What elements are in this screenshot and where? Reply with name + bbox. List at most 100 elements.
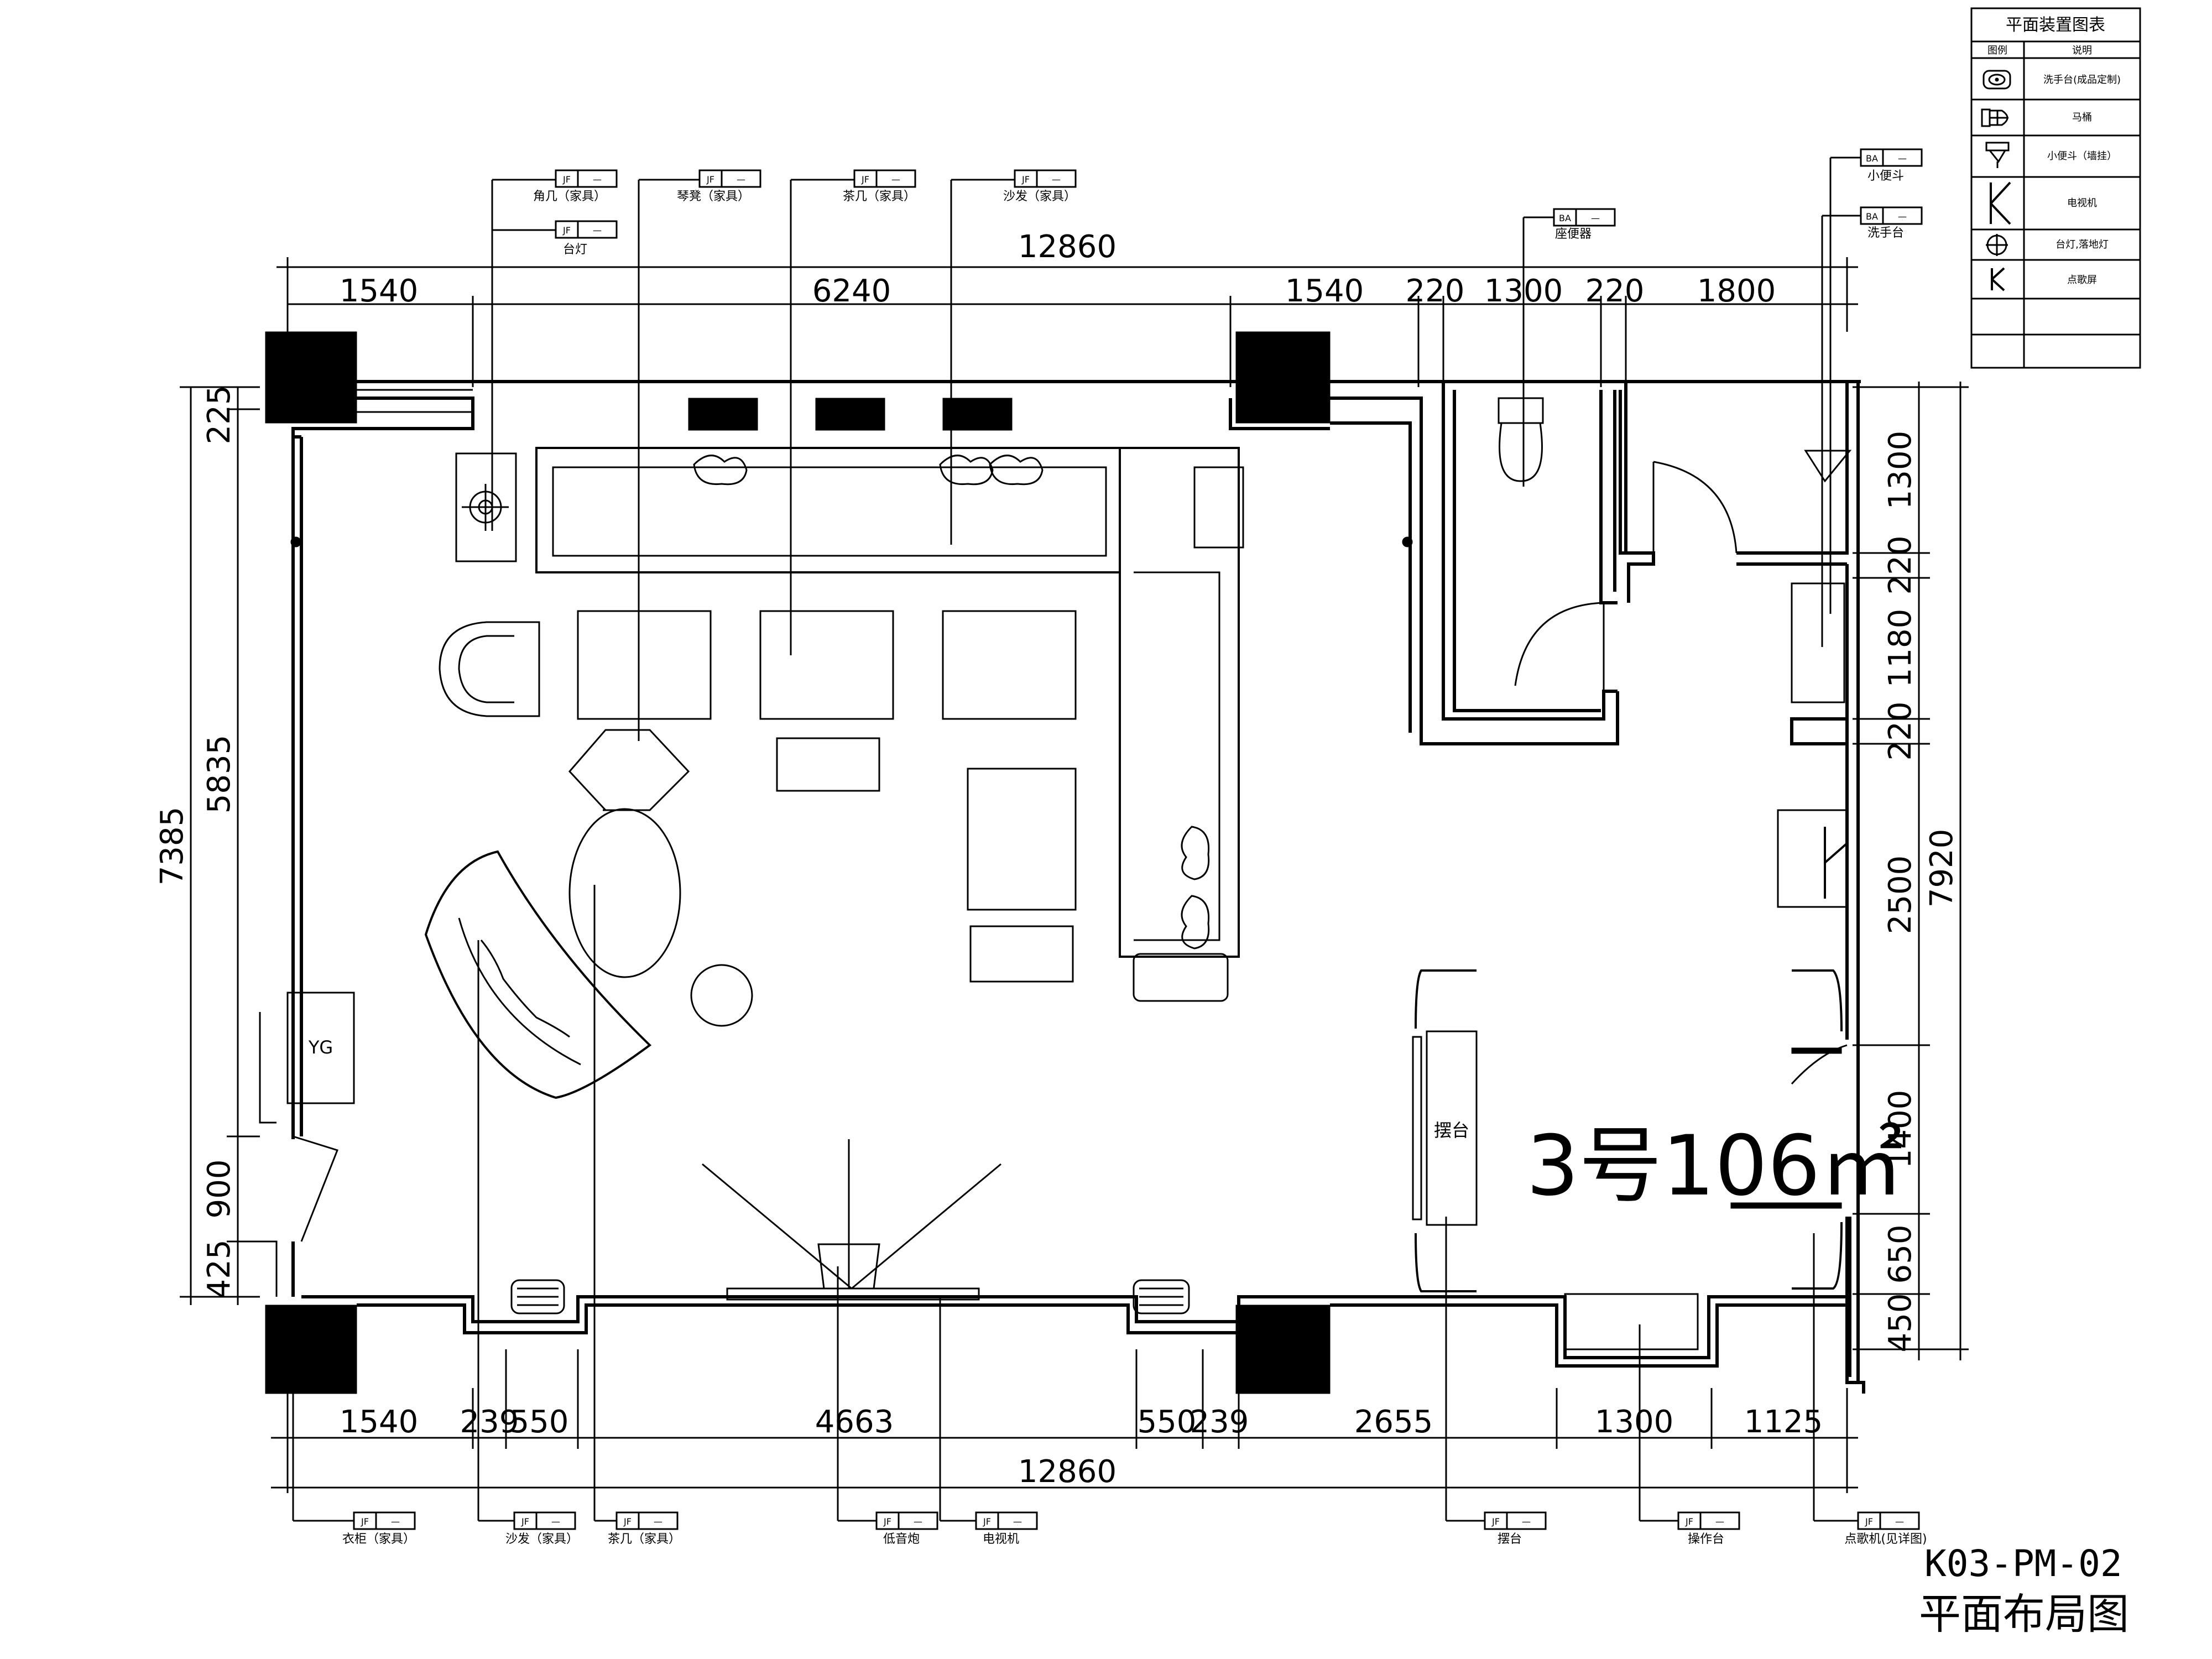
legend-desc-0: 洗手台(成品定制) — [2043, 74, 2121, 86]
svg-text:JF: JF — [562, 174, 571, 185]
svg-text:JF: JF — [983, 1516, 991, 1527]
legend-desc-1: 马桶 — [2072, 112, 2092, 123]
svg-text:1300: 1300 — [1595, 1404, 1674, 1440]
karaoke-icon — [1991, 267, 2005, 291]
legend-col-symbol: 图例 — [1987, 45, 2007, 56]
btag-tv: JF — 电视机 — [939, 1297, 1038, 1546]
svg-text:4663: 4663 — [815, 1404, 894, 1440]
svg-text:—: — — [551, 1516, 560, 1527]
dim-top-total: 12860 — [1018, 229, 1117, 265]
svg-text:—: — — [1013, 1516, 1022, 1527]
tag-corner-table: JF — 角几（家具） — [491, 169, 618, 531]
legend-desc-3: 电视机 — [2067, 197, 2097, 209]
svg-text:5835: 5835 — [201, 735, 237, 814]
svg-text:425: 425 — [201, 1240, 237, 1299]
legend-desc-5: 点歌屏 — [2067, 274, 2097, 286]
bottom-tags: JF — 衣柜（家具） JF — 沙发（家具） JF — 茶几（家具） JF — — [292, 885, 1927, 1546]
svg-text:BA: BA — [1866, 153, 1878, 164]
svg-text:JF: JF — [623, 1516, 632, 1527]
drawing-code: K03-PM-02 — [1924, 1542, 2122, 1585]
svg-text:1800: 1800 — [1697, 273, 1776, 309]
svg-text:450: 450 — [1882, 1293, 1918, 1353]
svg-text:座便器: 座便器 — [1555, 227, 1592, 241]
svg-text:1125: 1125 — [1744, 1404, 1823, 1440]
bottom-dimensions: 1540 239 550 4663 550 239 2655 1300 1125… — [271, 1349, 1858, 1493]
svg-text:JF: JF — [706, 174, 714, 185]
svg-text:239: 239 — [460, 1404, 519, 1440]
svg-text:点歌机(见详图): 点歌机(见详图) — [1844, 1532, 1927, 1546]
svg-text:220: 220 — [1585, 273, 1645, 309]
washbasin-icon — [1983, 70, 2011, 90]
top-tags: JF — 角几（家具） JF — 台灯 JF — 琴凳（家具） JF — [491, 148, 1923, 741]
svg-text:1300: 1300 — [1484, 273, 1563, 309]
svg-text:茶几（家具）: 茶几（家具） — [843, 190, 916, 204]
svg-text:550: 550 — [1138, 1404, 1197, 1440]
furniture: YG 摆台 — [286, 397, 1852, 1350]
svg-text:225: 225 — [201, 385, 237, 445]
svg-text:琴凳（家具）: 琴凳（家具） — [677, 190, 750, 204]
btag-sofa: JF — 沙发（家具） — [477, 940, 578, 1546]
svg-text:220: 220 — [1882, 702, 1918, 761]
svg-text:低音炮: 低音炮 — [883, 1532, 920, 1546]
doors — [293, 461, 1848, 1242]
svg-text:JF: JF — [883, 1516, 891, 1527]
urinal-icon — [1985, 142, 2010, 168]
svg-text:6240: 6240 — [812, 273, 891, 309]
svg-text:—: — — [654, 1516, 662, 1527]
svg-text:JF: JF — [1685, 1516, 1693, 1527]
svg-text:JF: JF — [1865, 1516, 1873, 1527]
svg-text:—: — — [593, 174, 602, 185]
svg-text:JF: JF — [1491, 1516, 1500, 1527]
svg-text:1300: 1300 — [1882, 431, 1918, 510]
svg-text:1540: 1540 — [340, 1404, 419, 1440]
tag-toilet: BA — 座便器 — [1522, 208, 1616, 487]
svg-text:JF: JF — [1021, 174, 1030, 185]
legend-title: 平面装置图表 — [2006, 15, 2105, 35]
drawing-title: 平面布局图 — [1919, 1589, 2129, 1639]
svg-text:洗手台: 洗手台 — [1867, 226, 1904, 240]
legend-desc-2: 小便斗（墙挂） — [2047, 150, 2117, 162]
svg-text:—: — — [1898, 211, 1907, 222]
svg-text:摆台: 摆台 — [1498, 1532, 1522, 1546]
btag-operation-table: JF — 操作台 — [1639, 1324, 1740, 1546]
svg-text:小便斗: 小便斗 — [1867, 169, 1904, 183]
tv-icon — [1990, 181, 2011, 225]
dim-left-total: 7385 — [154, 807, 190, 886]
svg-text:—: — — [1522, 1516, 1531, 1527]
tag-desk-lamp: JF — 台灯 — [492, 220, 618, 257]
svg-text:沙发（家具）: 沙发（家具） — [1003, 190, 1076, 204]
tag-urinal: BA — 小便斗 — [1829, 148, 1923, 614]
svg-text:JF: JF — [861, 174, 869, 185]
tag-washbasin: BA — 洗手台 — [1821, 206, 1923, 647]
svg-text:1540: 1540 — [340, 273, 419, 309]
top-dimensions: 12860 1540 6240 1540 220 1300 220 1800 — [276, 229, 1858, 387]
svg-text:1540: 1540 — [1285, 273, 1364, 309]
svg-text:BA: BA — [1559, 213, 1571, 223]
display-stand-label: 摆台 — [1434, 1120, 1469, 1141]
lamp-icon — [1986, 234, 2008, 256]
svg-text:—: — — [593, 225, 602, 236]
toilet-icon — [1981, 108, 2008, 127]
svg-text:—: — — [1591, 213, 1600, 223]
walls — [259, 331, 1865, 1394]
svg-text:1400: 1400 — [1882, 1090, 1918, 1169]
svg-text:—: — — [1715, 1516, 1724, 1527]
svg-text:JF: JF — [521, 1516, 529, 1527]
right-dimensions: 1300 220 1180 220 2500 1400 650 450 7920 — [1853, 382, 1969, 1360]
svg-text:—: — — [391, 1516, 400, 1527]
btag-subwoofer: JF — 低音炮 — [837, 1266, 938, 1546]
svg-text:操作台: 操作台 — [1688, 1532, 1724, 1546]
room-label: 3号106㎡ — [1526, 1118, 1903, 1214]
svg-text:台灯: 台灯 — [563, 243, 587, 257]
svg-text:JF: JF — [562, 225, 571, 236]
wardrobe-label: YG — [308, 1037, 333, 1058]
svg-text:—: — — [737, 174, 745, 185]
dim-right-total: 7920 — [1924, 829, 1960, 908]
svg-text:2500: 2500 — [1882, 855, 1918, 935]
legend-table: 平面装置图表 图例 说明 — [1970, 7, 2141, 369]
svg-text:—: — — [1895, 1516, 1904, 1527]
legend-col-desc: 说明 — [2072, 45, 2092, 56]
svg-text:BA: BA — [1866, 211, 1878, 222]
btag-coffee-table: JF — 茶几（家具） — [593, 885, 681, 1546]
